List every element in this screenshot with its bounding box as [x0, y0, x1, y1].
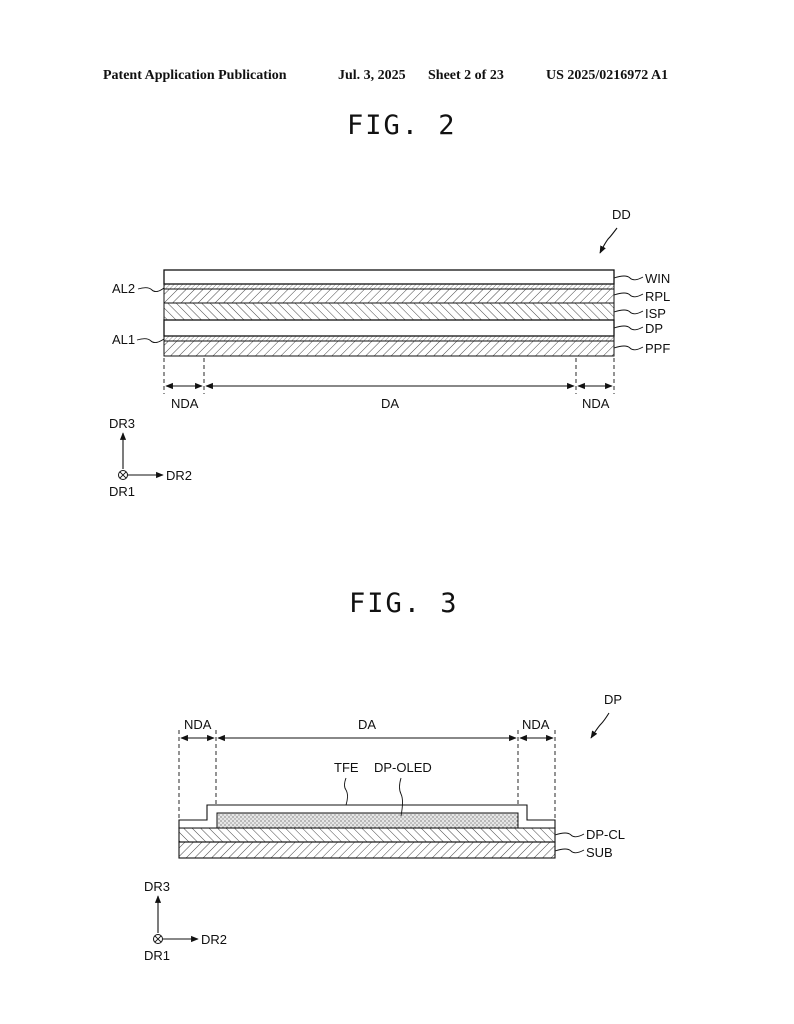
fig2-dim-label-da: DA	[381, 396, 399, 411]
fig2-layer-stack	[163, 269, 615, 357]
fig2-label-win: WIN	[645, 271, 670, 286]
fig3-axis-label-dr2: DR2	[201, 932, 227, 947]
fig3-leader-tfe	[344, 777, 348, 806]
fig2-label-rpl: RPL	[645, 289, 670, 304]
fig3-axes: DR3 DR2 DR1	[144, 879, 227, 963]
fig2-axis-label-dr2: DR2	[166, 468, 192, 483]
fig2-layer-dp	[163, 319, 615, 337]
fig3-label-dp-oled: DP-OLED	[374, 760, 432, 775]
header-publication: Patent Application Publication	[103, 68, 287, 83]
fig3-leader-sub	[554, 848, 585, 854]
fig3-label-sub: SUB	[586, 845, 613, 860]
fig2-layer-al2	[163, 283, 615, 290]
fig3-ref-label: DP	[604, 692, 622, 707]
fig3-layer-dp-oled	[216, 812, 519, 829]
fig2-layer-win	[163, 269, 615, 285]
fig3-axis-label-dr1: DR1	[144, 948, 170, 963]
fig2-ref-label: DD	[612, 207, 631, 222]
fig3-title: FIG. 3	[349, 588, 459, 619]
fig2-label-ppf: PPF	[645, 341, 670, 356]
fig3-dimensions	[178, 730, 556, 820]
fig2-dim-label-nda-right: NDA	[582, 396, 610, 411]
fig2-layer-ppf	[163, 340, 615, 357]
fig3-layer-stack	[178, 804, 556, 859]
fig2-leader-al1	[136, 338, 165, 344]
fig2-axis-label-dr3: DR3	[109, 416, 135, 431]
fig2-label-isp: ISP	[645, 306, 666, 321]
fig3-dim-label-nda-right: NDA	[522, 717, 550, 732]
fig2-ref-arrow	[599, 227, 618, 254]
fig2-leader-win	[613, 275, 644, 281]
fig3-axis-label-dr3: DR3	[144, 879, 170, 894]
fig3-dim-label-nda-left: NDA	[184, 717, 212, 732]
fig2-axes: DR3 DR2 DR1	[109, 416, 192, 499]
fig3-ref-arrow	[590, 712, 610, 739]
fig2-leader-dp	[613, 325, 644, 331]
fig3-layer-sub	[178, 841, 556, 859]
fig3-dim-label-da: DA	[358, 717, 376, 732]
fig3-label-tfe: TFE	[334, 760, 359, 775]
fig2-leader-ppf	[613, 345, 644, 351]
fig3-leader-dp-oled	[399, 777, 403, 817]
fig2-label-dp: DP	[645, 321, 663, 336]
fig2-leader-al2	[137, 287, 165, 293]
fig2-title: FIG. 2	[347, 110, 457, 141]
fig2-leader-isp	[613, 309, 644, 315]
fig2-layer-isp	[163, 302, 615, 321]
fig3-leader-dp-cl	[554, 832, 585, 838]
fig3-label-dp-cl: DP-CL	[586, 827, 625, 842]
fig2-label-al1: AL1	[112, 332, 135, 347]
fig2-leader-rpl	[613, 292, 644, 298]
fig2-label-al2: AL2	[112, 281, 135, 296]
fig2-dim-label-nda-left: NDA	[171, 396, 199, 411]
header-patent-number: US 2025/0216972 A1	[546, 68, 669, 83]
fig3-layer-dp-cl	[178, 827, 556, 843]
fig2-layer-rpl	[163, 288, 615, 304]
header-date: Jul. 3, 2025	[338, 68, 406, 83]
fig2-axis-label-dr1: DR1	[109, 484, 135, 499]
fig2-dimensions	[163, 358, 615, 394]
fig2-layer-al1	[163, 335, 615, 342]
header-sheet: Sheet 2 of 23	[428, 68, 504, 83]
